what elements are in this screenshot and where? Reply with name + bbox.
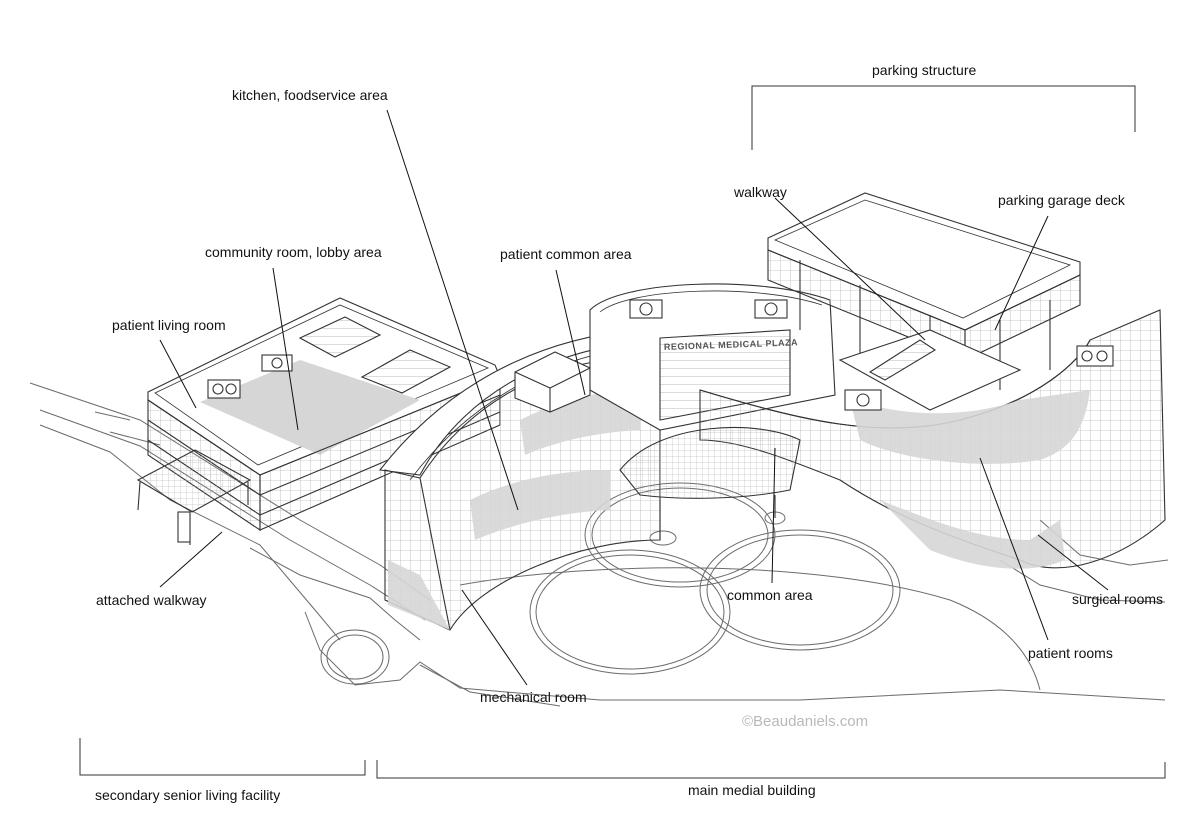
label-surgical-rooms: surgical rooms <box>1072 591 1164 607</box>
leader-lines <box>159 109 1109 686</box>
secondary-facility-bracket <box>79 738 366 776</box>
label-parking-garage-deck: parking garage deck <box>998 192 1125 208</box>
label-kitchen-foodservice: kitchen, foodservice area <box>232 87 388 103</box>
leader-patient-living-room <box>159 339 197 409</box>
label-patient-common-area: patient common area <box>500 246 632 262</box>
leader-kitchen <box>386 109 519 511</box>
label-patient-living-room: patient living room <box>112 317 226 333</box>
parking-garage <box>767 192 1081 411</box>
leader-patient-common-area <box>555 269 586 396</box>
label-attached-walkway: attached walkway <box>96 592 207 608</box>
leader-parking-garage-deck <box>994 215 1049 331</box>
label-mechanical-room: mechanical room <box>480 689 587 705</box>
label-walkway: walkway <box>734 184 787 200</box>
label-parking-structure: parking structure <box>872 62 977 78</box>
leader-walkway <box>774 197 926 341</box>
main-medical-building <box>378 283 1166 631</box>
label-secondary-facility: secondary senior living facility <box>95 787 281 803</box>
leader-patient-rooms <box>979 457 1049 641</box>
brackets <box>79 85 1166 779</box>
leader-common-area <box>771 447 776 584</box>
label-main-building: main medial building <box>688 782 816 798</box>
plaza-circles <box>320 482 901 685</box>
label-patient-rooms: patient rooms <box>1028 645 1113 661</box>
main-building-bracket <box>376 760 1166 779</box>
senior-living-facility <box>136 297 501 545</box>
building-sign: REGIONAL MEDICAL PLAZA <box>664 337 798 352</box>
leader-mechanical-room <box>461 589 528 686</box>
watermark: ©Beaudaniels.com <box>742 713 869 730</box>
label-common-area: common area <box>727 587 813 603</box>
leader-community-room <box>272 267 299 431</box>
leader-surgical-rooms <box>1037 534 1109 591</box>
label-community-room: community room, lobby area <box>205 244 382 260</box>
parking-structure-bracket <box>751 85 1136 150</box>
leader-attached-walkway <box>159 531 223 588</box>
